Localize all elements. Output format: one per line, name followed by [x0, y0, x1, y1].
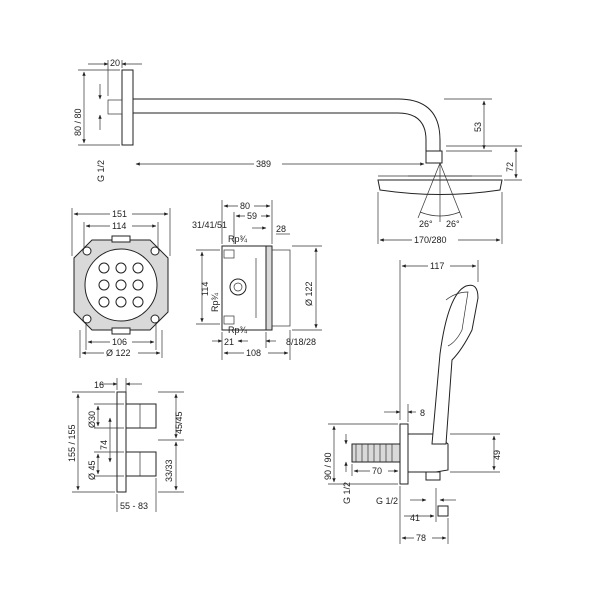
dim-side-21: 21 — [224, 337, 234, 347]
dim-hand-thread-left: G 1/2 — [342, 482, 352, 504]
dim-side-108: 108 — [246, 348, 261, 358]
dim-hand-thread-bottom: G 1/2 — [376, 496, 398, 506]
dim-box-outer: 151 — [112, 209, 127, 219]
dim-box-inner: 114 — [112, 221, 126, 231]
dim-side-offsets: 31/41/51 — [192, 220, 227, 230]
dim-hand-41: 41 — [410, 513, 420, 523]
head-connector — [425, 150, 443, 164]
dim-trim-d30: Ø30 — [87, 411, 97, 428]
hand-thread-connector — [351, 443, 401, 463]
dim-box-bottom: 106 — [112, 337, 127, 347]
dim-trim-33-33: 33/33 — [164, 459, 174, 482]
trim-side-view: 16 155 / 155 Ø30 74 Ø 45 45/45 33/33 55 … — [67, 378, 184, 512]
box-mount-tabs — [82, 235, 160, 335]
dim-side-diameter: Ø 122 — [304, 281, 314, 306]
dim-wall-arm-depth: 20 — [110, 58, 120, 68]
dim-hand-78: 78 — [416, 533, 426, 543]
dim-arm-drop: 53 — [473, 122, 483, 132]
dim-side-range: 8/18/28 — [286, 337, 316, 347]
valve-ports — [98, 262, 144, 308]
dim-spray-angle-right: 26° — [446, 219, 460, 229]
dim-rp-mid: Rp¾ — [210, 292, 220, 312]
dim-side-28: 28 — [276, 224, 286, 234]
dim-side-59: 59 — [247, 211, 257, 221]
dim-head-height: 72 — [505, 162, 515, 172]
dim-wall-thread: G 1/2 — [96, 160, 106, 182]
shower-arm — [133, 98, 441, 152]
dim-trim-74: 74 — [99, 440, 109, 450]
wall-connector — [107, 99, 123, 115]
dim-rp-bottom: Rp¾ — [228, 325, 248, 335]
side-cartridge — [229, 278, 247, 296]
dim-spray-angle-left: 26° — [419, 219, 433, 229]
hand-hose-outlet — [425, 471, 441, 481]
dim-hand-8: 8 — [420, 408, 425, 418]
trim-handle-bottom — [125, 451, 157, 477]
dim-trim-height: 155 / 155 — [67, 424, 77, 462]
dim-hand-flange: 90 / 90 — [323, 452, 333, 480]
dim-trim-d45: Ø 45 — [87, 460, 97, 480]
dim-hand-49: 49 — [492, 450, 502, 460]
dim-trim-45-45: 45/45 — [174, 411, 184, 434]
dim-wall-flange-height: 80 / 80 — [73, 108, 83, 136]
dim-box-diameter: Ø 122 — [106, 348, 131, 358]
hand-shower-handle — [431, 284, 479, 445]
dim-trim-16: 16 — [94, 380, 104, 390]
dim-head-diameter: 170/280 — [414, 235, 447, 245]
inwall-box-front-view: 151 114 106 Ø 122 — [71, 208, 171, 358]
trim-plate — [116, 391, 127, 493]
dim-hand-117: 117 — [430, 261, 444, 271]
shower-arm-view: 20 80 / 80 G 1/2 389 53 72 26° 26° 170/2… — [73, 58, 522, 246]
hand-wall-plate — [399, 423, 409, 485]
trim-handle-top — [125, 403, 157, 429]
wall-flange — [121, 69, 134, 146]
dim-side-114: 114 — [200, 282, 210, 296]
spray-lines — [417, 162, 463, 222]
hand-shower-view: 117 8 90 / 90 G 1/2 49 70 G 1/2 41 — [323, 260, 502, 544]
dim-hand-70: 70 — [372, 466, 382, 476]
dim-trim-depth: 55 - 83 — [120, 501, 148, 511]
dim-arm-length: 389 — [256, 159, 271, 169]
dim-side-80: 80 — [240, 201, 250, 211]
dim-rp-top: Rp¾ — [228, 234, 248, 244]
inwall-box-side-view: 80 59 31/41/51 28 Rp¾ Rp¾ Rp¾ 114 Ø 122 … — [192, 200, 322, 360]
